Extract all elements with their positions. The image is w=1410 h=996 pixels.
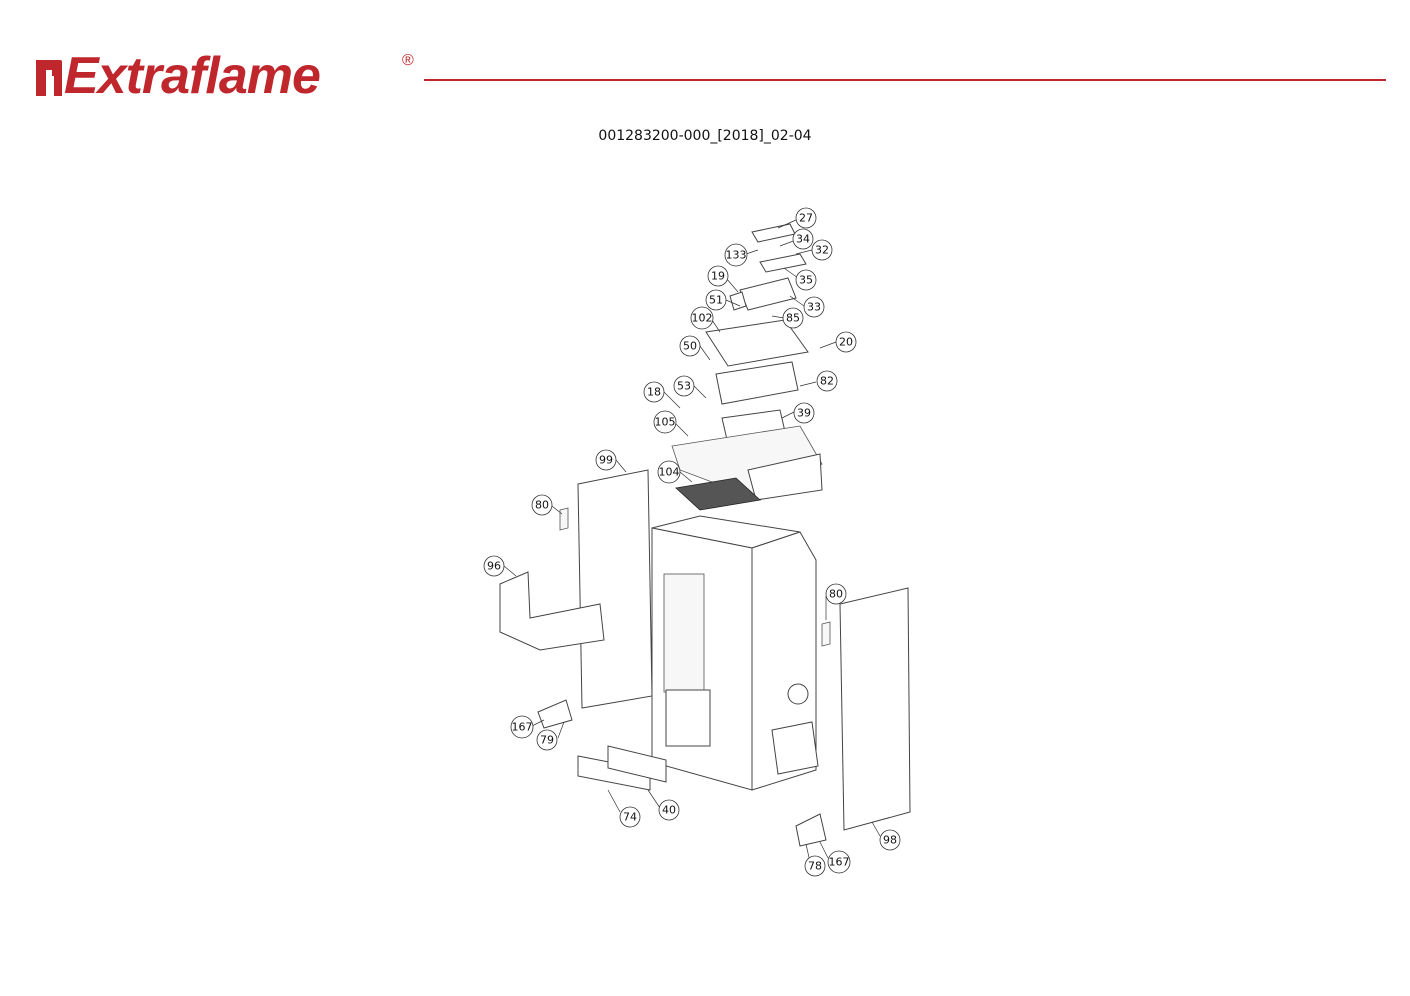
svg-text:104: 104	[659, 466, 680, 479]
header-divider	[424, 79, 1386, 81]
callout-label: 80	[825, 583, 847, 605]
svg-text:33: 33	[807, 301, 821, 314]
brand-logo-text: Extraflame	[64, 47, 321, 105]
callout-label: 50	[679, 335, 701, 357]
callout-label: 102	[690, 306, 714, 330]
svg-text:20: 20	[839, 336, 853, 349]
registered-mark: ®	[402, 52, 414, 69]
document-code: 001283200-000_[2018]_02-04	[598, 128, 812, 144]
callout-label: 18	[643, 381, 665, 403]
callout-label: 133	[724, 243, 748, 267]
callout-label: 79	[536, 729, 558, 751]
callout-label: 96	[483, 555, 505, 577]
svg-text:96: 96	[487, 560, 501, 573]
callout-label: 27	[795, 207, 817, 229]
callout-label: 51	[705, 289, 727, 311]
page-header: Extraflame ®	[0, 0, 1410, 120]
callout-label: 33	[803, 296, 825, 318]
svg-text:85: 85	[786, 312, 800, 325]
callout-label: 40	[658, 799, 680, 821]
callout-label: 99	[595, 449, 617, 471]
extraflame-logo-icon	[36, 60, 62, 96]
bracket-part	[537, 699, 827, 847]
svg-text:18: 18	[647, 386, 661, 399]
svg-text:32: 32	[815, 244, 829, 257]
left-side-panel-part	[559, 469, 653, 709]
callout-label: 80	[531, 494, 553, 516]
svg-text:80: 80	[829, 588, 843, 601]
callout-label: 104	[657, 460, 681, 484]
svg-text:80: 80	[535, 499, 549, 512]
svg-text:78: 78	[808, 860, 822, 873]
svg-text:79: 79	[540, 734, 554, 747]
callout-label: 39	[793, 402, 815, 424]
svg-text:133: 133	[726, 249, 747, 262]
callout-label: 32	[811, 239, 833, 261]
callout-label: 82	[816, 370, 838, 392]
callout-label: 167	[827, 850, 851, 874]
svg-text:102: 102	[692, 312, 713, 325]
callout-label: 34	[792, 228, 814, 250]
svg-text:39: 39	[797, 407, 811, 420]
svg-text:167: 167	[829, 856, 850, 869]
callout-label: 105	[653, 410, 677, 434]
svg-text:51: 51	[709, 294, 723, 307]
svg-text:34: 34	[796, 233, 810, 246]
leader-lines	[503, 219, 881, 863]
svg-text:35: 35	[799, 274, 813, 287]
callout-label: 85	[782, 307, 804, 329]
svg-text:50: 50	[683, 340, 697, 353]
top-cover-part	[671, 223, 823, 501]
svg-text:53: 53	[677, 380, 691, 393]
svg-text:27: 27	[799, 212, 813, 225]
callout-label: 78	[804, 855, 826, 877]
svg-text:99: 99	[599, 454, 613, 467]
svg-text:40: 40	[662, 804, 676, 817]
callout-label: 35	[795, 269, 817, 291]
svg-text:74: 74	[623, 811, 637, 824]
right-side-panel-part	[821, 587, 911, 831]
handle-part	[499, 571, 605, 651]
callout-label: 98	[879, 829, 901, 851]
svg-text:19: 19	[711, 270, 725, 283]
callout-label: 74	[619, 806, 641, 828]
svg-text:82: 82	[820, 375, 834, 388]
stove-body-part	[651, 515, 819, 791]
front-plate-part	[577, 745, 667, 791]
callout-label: 53	[673, 375, 695, 397]
grille-part	[675, 477, 761, 511]
callout-label: 20	[835, 331, 857, 353]
svg-text:167: 167	[512, 721, 533, 734]
svg-text:98: 98	[883, 834, 897, 847]
svg-text:105: 105	[655, 416, 676, 429]
callout-label: 19	[707, 265, 729, 287]
callout-label: 167	[510, 715, 534, 739]
